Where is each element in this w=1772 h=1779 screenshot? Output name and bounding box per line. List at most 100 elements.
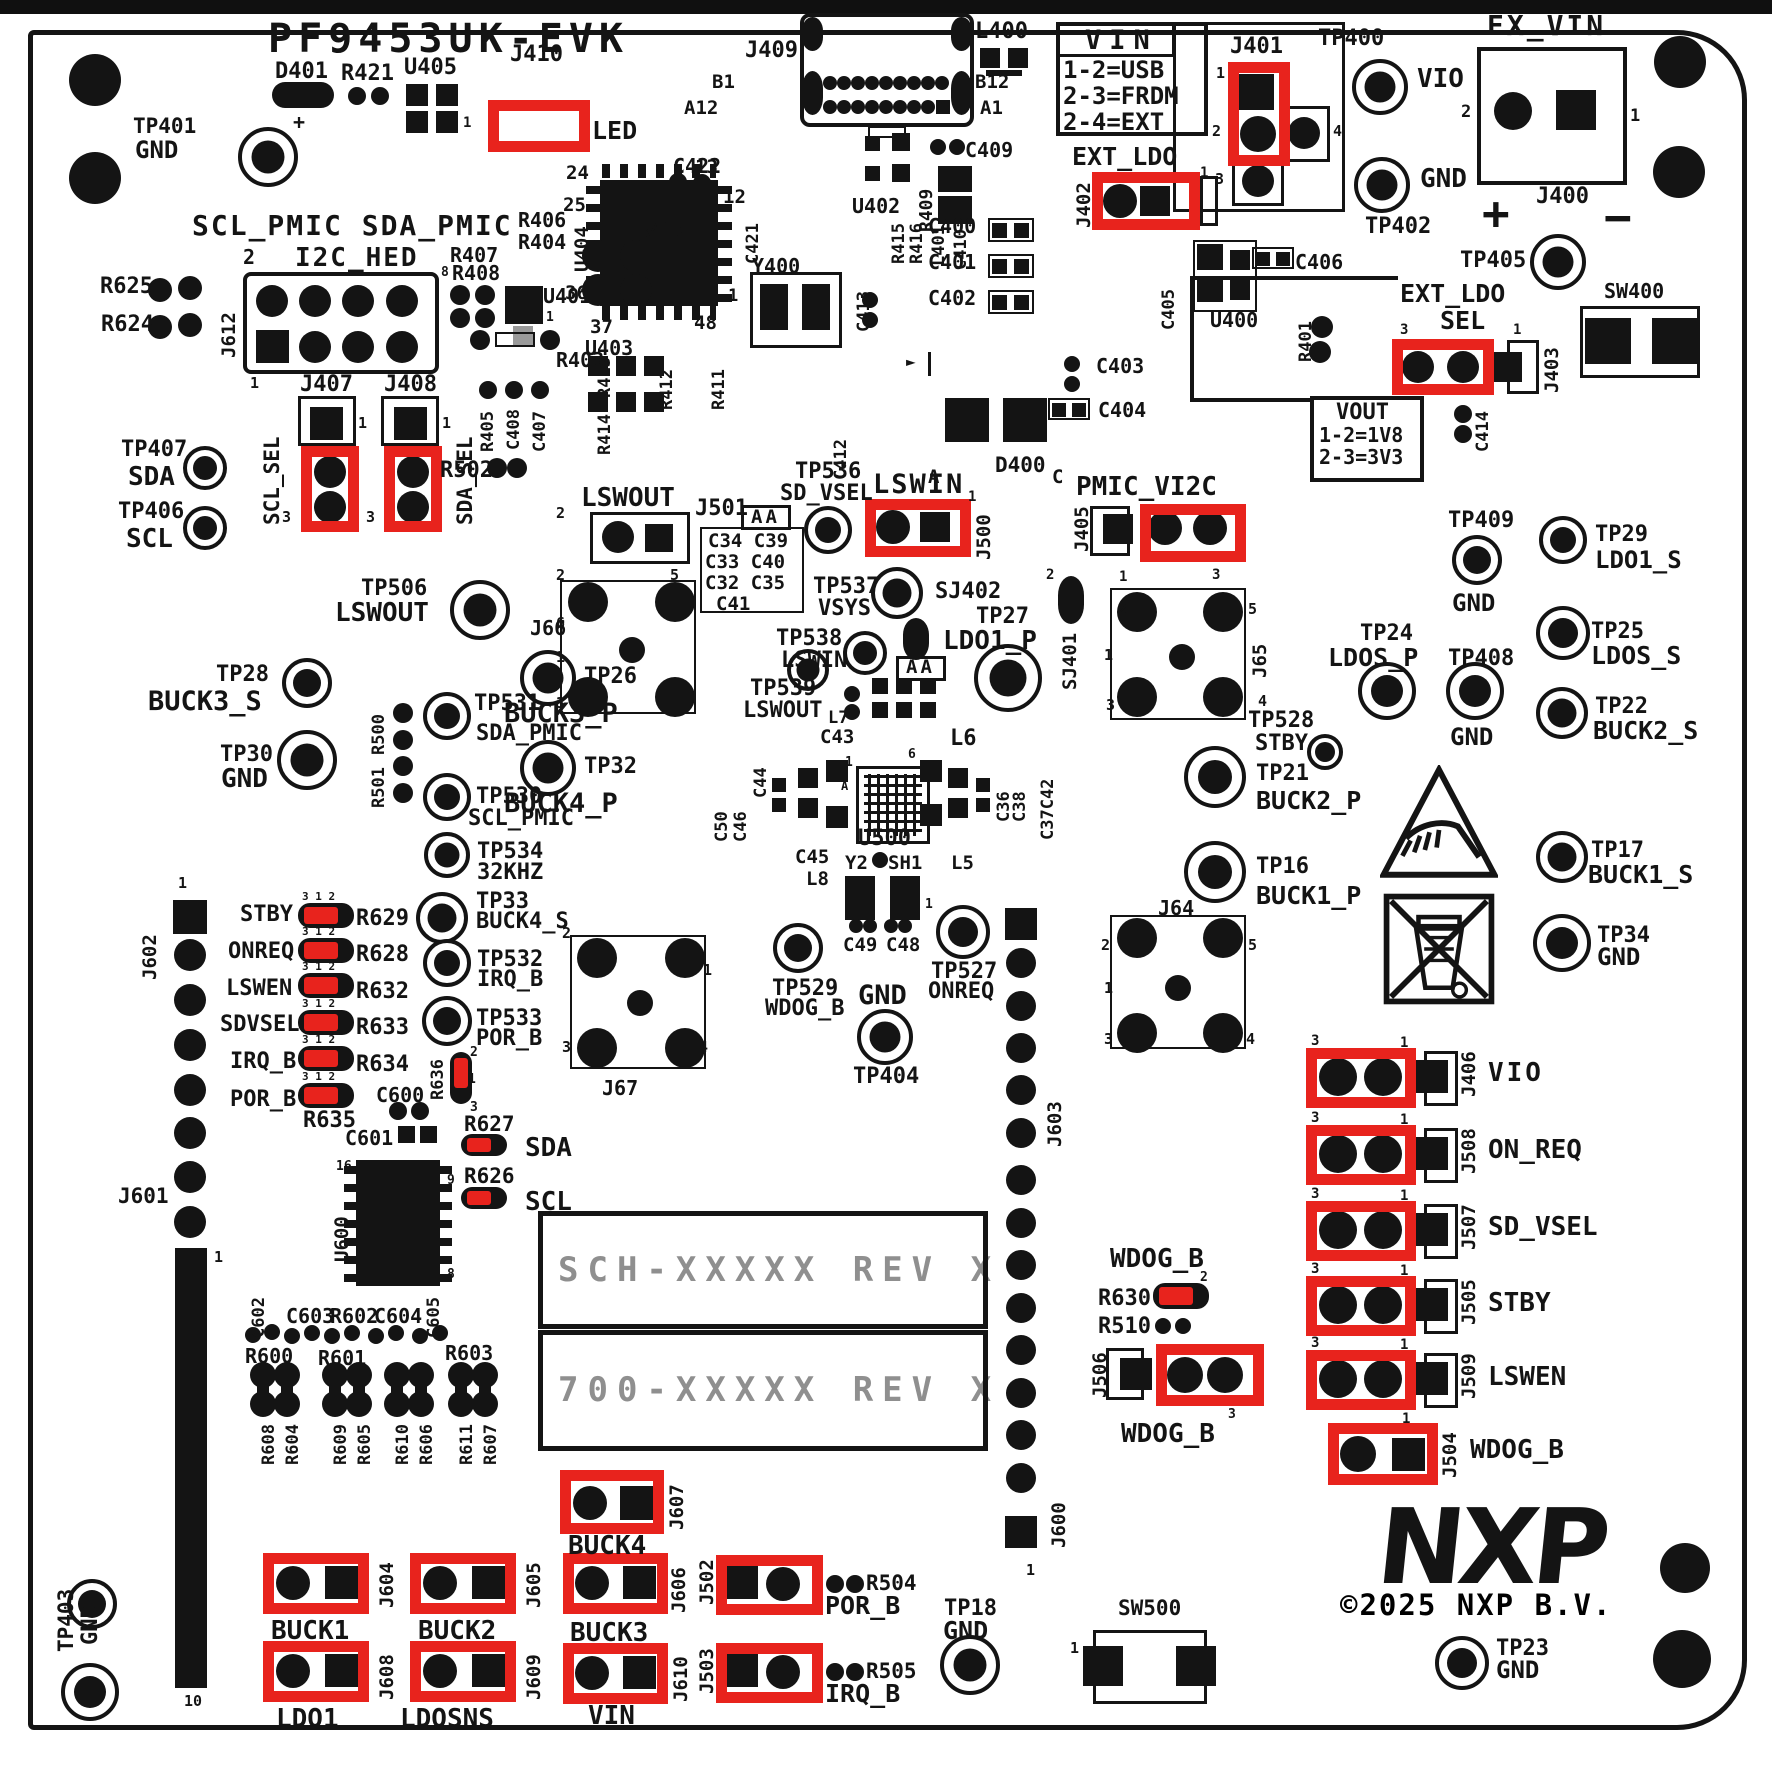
silk-label: 1 (546, 310, 554, 325)
silk-label: TP404 (853, 1064, 920, 1089)
jumper-highlight (1140, 504, 1246, 562)
silk-label: 4 (1333, 122, 1343, 140)
pad-dot (865, 100, 879, 114)
silk-label: TP407 (121, 437, 188, 462)
test-point (1354, 157, 1410, 213)
pad-dot (907, 100, 921, 114)
pad-square (623, 1656, 656, 1689)
jumper-highlight (410, 1641, 516, 1702)
silk-label: J503 (696, 1648, 718, 1694)
silk-label: LSWIN (781, 648, 848, 673)
silk-label: SJ401 (1059, 632, 1081, 690)
silk-label: B1 (712, 71, 735, 93)
pad-dot (1006, 1420, 1036, 1450)
zero-ohm-resistor (298, 1010, 354, 1035)
pad-dot (1240, 116, 1276, 152)
silk-label: J604 (376, 1562, 398, 1608)
pad-square (1392, 1438, 1425, 1471)
test-point-center (78, 1590, 106, 1618)
silk-label: GND (78, 1605, 103, 1645)
zero-ohm-resistor (450, 1052, 472, 1104)
silk-label: 2 (1118, 600, 1128, 618)
test-point (787, 649, 829, 691)
pad-dot (568, 582, 608, 622)
pad-dot (766, 1655, 800, 1689)
silk-label: R500 (369, 714, 389, 755)
silk-label: J608 (376, 1654, 398, 1700)
silk-label: BUCK3_P (504, 698, 618, 729)
silk-label: C408 (504, 409, 524, 450)
silk-label: Y400 (752, 254, 801, 278)
silk-outline (495, 332, 535, 347)
test-point (1536, 831, 1588, 883)
jumper-highlight (1328, 1423, 1438, 1485)
pad-dot (371, 87, 389, 105)
pad-dot (582, 240, 614, 272)
silk-label: R611 (457, 1424, 477, 1465)
pad-dot (876, 510, 910, 544)
resistor-red-fill (304, 1014, 338, 1031)
pad-dot (1064, 376, 1080, 392)
silk-label: I2C_HED (295, 243, 419, 273)
zero-ohm-resistor (461, 1187, 507, 1209)
pad-dot (1364, 1286, 1402, 1324)
silk-label: R502 (440, 458, 493, 483)
test-point (804, 506, 852, 554)
pad-dot (844, 704, 860, 720)
test-point (1307, 734, 1343, 770)
silk-label: TP32 (584, 754, 637, 779)
silk-label: R510 (1098, 1314, 1151, 1339)
silk-label: 2 (556, 566, 566, 584)
silk-label: SD_VSEL (780, 481, 873, 506)
silk-label: TP26 (584, 664, 637, 689)
pad-dot (1319, 1286, 1357, 1324)
silk-outline (1252, 247, 1294, 269)
pad-dot (1203, 1013, 1243, 1053)
silk-label: POR_B (825, 1591, 901, 1620)
component-body (600, 180, 718, 306)
test-point-center (1371, 675, 1403, 707)
pad-square (896, 678, 912, 694)
pad-dot (1006, 1165, 1036, 1195)
test-point-center (1463, 546, 1491, 574)
silk-label: GND (1452, 589, 1496, 617)
board-title: PF9453UK-EVK (268, 16, 629, 62)
pad-dot (1167, 1357, 1203, 1393)
test-point-center (1548, 618, 1578, 648)
silk-outline (988, 290, 1034, 314)
pad-square (406, 111, 428, 133)
pad-dot (865, 76, 879, 90)
test-point (1530, 234, 1586, 290)
pad-dot (397, 456, 429, 488)
jumper-highlight (1392, 339, 1494, 395)
silk-label: TP18 (944, 1596, 997, 1621)
silk-label: 2-3=3V3 (1319, 445, 1404, 469)
silk-label: 8 (441, 265, 449, 280)
pad-square (325, 1654, 358, 1687)
silk-label: 2 (1046, 567, 1055, 583)
jumper-highlight (716, 1555, 823, 1615)
pad-square (1014, 295, 1029, 310)
test-point-center (434, 784, 460, 810)
pad-square (1014, 223, 1029, 238)
silk-label: WDOG_B (1110, 1244, 1204, 1274)
pad-dot (174, 1074, 206, 1106)
silk-label: 3 (470, 1100, 478, 1115)
pad-square (513, 326, 533, 346)
test-point (416, 892, 468, 944)
silk-label: R636 (428, 1059, 448, 1100)
pad-square (992, 223, 1007, 238)
silk-label: 37 (590, 316, 613, 338)
silk-label: 1-2=1V8 (1319, 423, 1404, 447)
pad-square (992, 295, 1007, 310)
silk-label: 10 (184, 1692, 203, 1710)
pad-dot (1169, 644, 1195, 670)
silk-outline (1310, 396, 1424, 482)
silk-label: SCL_PMIC (468, 806, 574, 831)
silk-label: C413 (854, 291, 874, 332)
zero-ohm-resistor (298, 973, 354, 998)
silk-label: C414 (1473, 411, 1493, 452)
silk-label: LDOS_S (1591, 641, 1682, 670)
silk-label: 3 (1215, 170, 1225, 188)
silk-label: C401 (928, 250, 977, 274)
